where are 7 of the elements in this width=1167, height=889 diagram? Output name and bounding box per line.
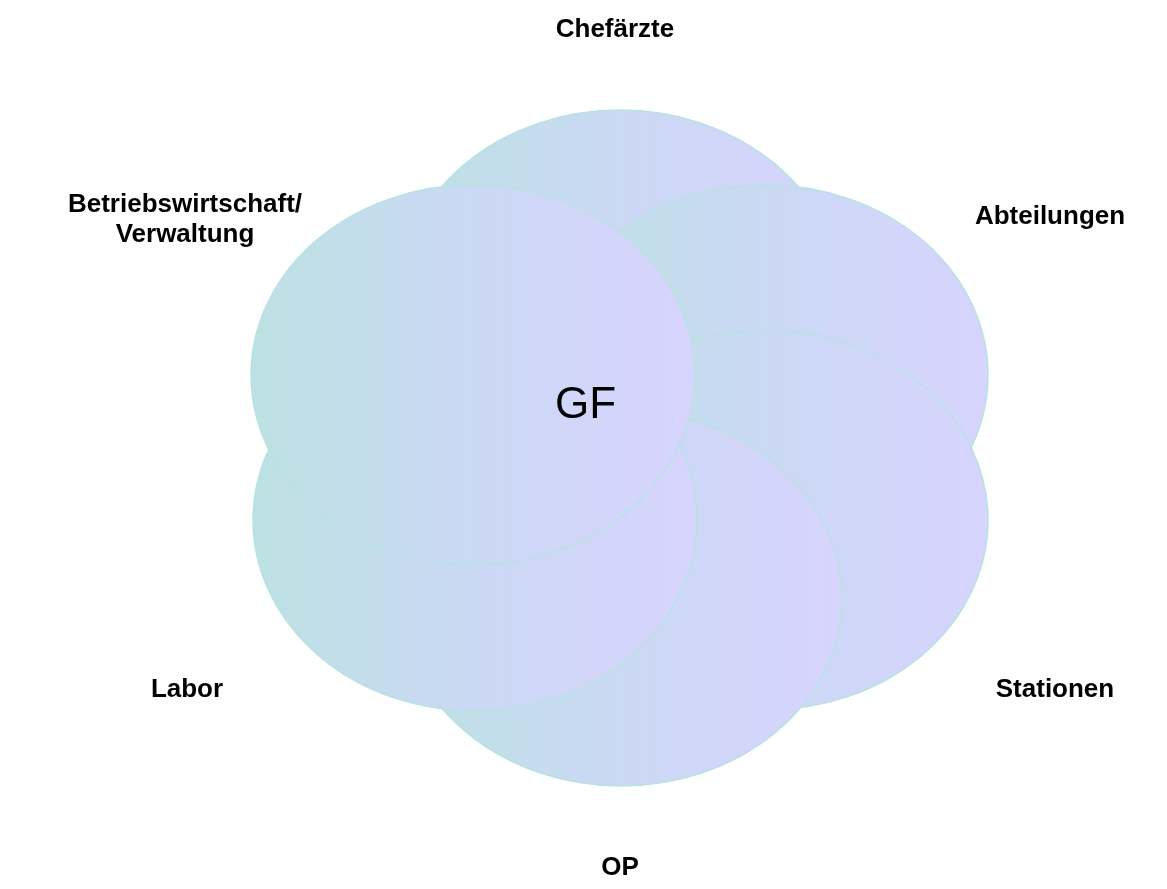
ellipse-label: Stationen (994, 673, 1116, 703)
ellipse-label: OP (600, 851, 640, 881)
ellipse-label: Labor (149, 673, 225, 703)
ellipse-label: Chefärzte (554, 13, 676, 43)
center-label: GF (555, 378, 617, 428)
ellipse-label: Betriebswirtschaft/ Verwaltung (66, 188, 304, 248)
ellipse-label: Abteilungen (973, 200, 1127, 230)
